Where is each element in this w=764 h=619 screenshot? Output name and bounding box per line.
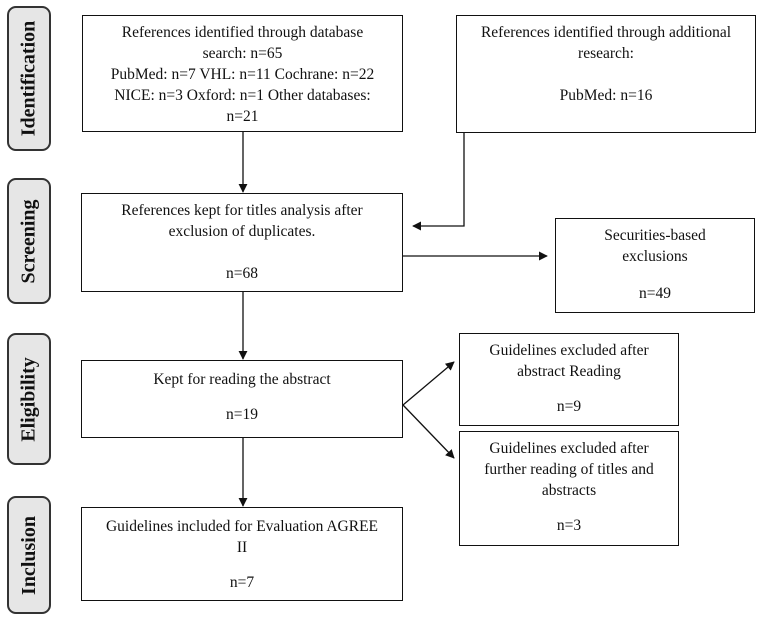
box-line: search: n=65 <box>202 45 283 62</box>
arrow-abstract-to-excluded-further <box>402 404 455 459</box>
box-count: n=19 <box>226 406 258 423</box>
box-line: abstracts <box>541 482 597 499</box>
box-count: n=3 <box>556 517 582 534</box>
box-line: Kept for reading the abstract <box>153 371 331 388</box>
box-line: NICE: n=3 Oxford: n=1 Other databases: <box>114 87 371 104</box>
box-line: Guidelines included for Evaluation AGREE <box>105 518 379 535</box>
box-line: n=21 <box>226 108 259 125</box>
titles-analysis-box: References kept for titles analysis afte… <box>81 193 403 292</box>
box-line: References identified through database <box>121 24 364 41</box>
stage-tab-eligibility: Eligibility <box>7 333 51 465</box>
box-line: research: <box>578 45 634 62</box>
box-count: n=7 <box>229 574 255 591</box>
stage-tab-screening: Screening <box>7 178 51 304</box>
stage-tab-inclusion: Inclusion <box>7 496 51 614</box>
included-agree-box: Guidelines included for Evaluation AGREE… <box>81 507 403 601</box>
arrow-additional-to-titles <box>412 133 465 231</box>
box-line: exclusions <box>622 248 688 265</box>
arrow-abstract-to-excluded-abstract <box>402 361 455 406</box>
box-line: Guidelines excluded after <box>489 342 649 359</box>
securities-exclusions-box: Securities-based exclusions n=49 <box>555 218 755 313</box>
database-search-box: References identified through database s… <box>82 15 403 132</box>
abstract-reading-box: Kept for reading the abstract n=19 <box>81 360 403 438</box>
box-line: exclusion of duplicates. <box>168 223 316 240</box>
box-line: further reading of titles and <box>484 461 654 478</box>
excluded-abstract-box: Guidelines excluded after abstract Readi… <box>459 333 679 426</box>
box-line: References identified through additional <box>480 24 732 41</box>
box-count: PubMed: n=16 <box>559 87 653 104</box>
box-line: References kept for titles analysis afte… <box>121 202 363 219</box>
box-line: PubMed: n=7 VHL: n=11 Cochrane: n=22 <box>110 66 375 83</box>
box-count: n=9 <box>556 398 582 415</box>
box-count: n=68 <box>226 265 258 282</box>
box-line: abstract Reading <box>517 363 621 380</box>
box-count: n=49 <box>639 285 671 302</box>
box-line: II <box>236 539 248 556</box>
stage-tab-identification: Identification <box>7 6 51 151</box>
box-line: Guidelines excluded after <box>489 440 649 457</box>
additional-research-box: References identified through additional… <box>456 15 756 133</box>
excluded-further-box: Guidelines excluded after further readin… <box>459 431 679 546</box>
box-line: Securities-based <box>604 227 706 244</box>
